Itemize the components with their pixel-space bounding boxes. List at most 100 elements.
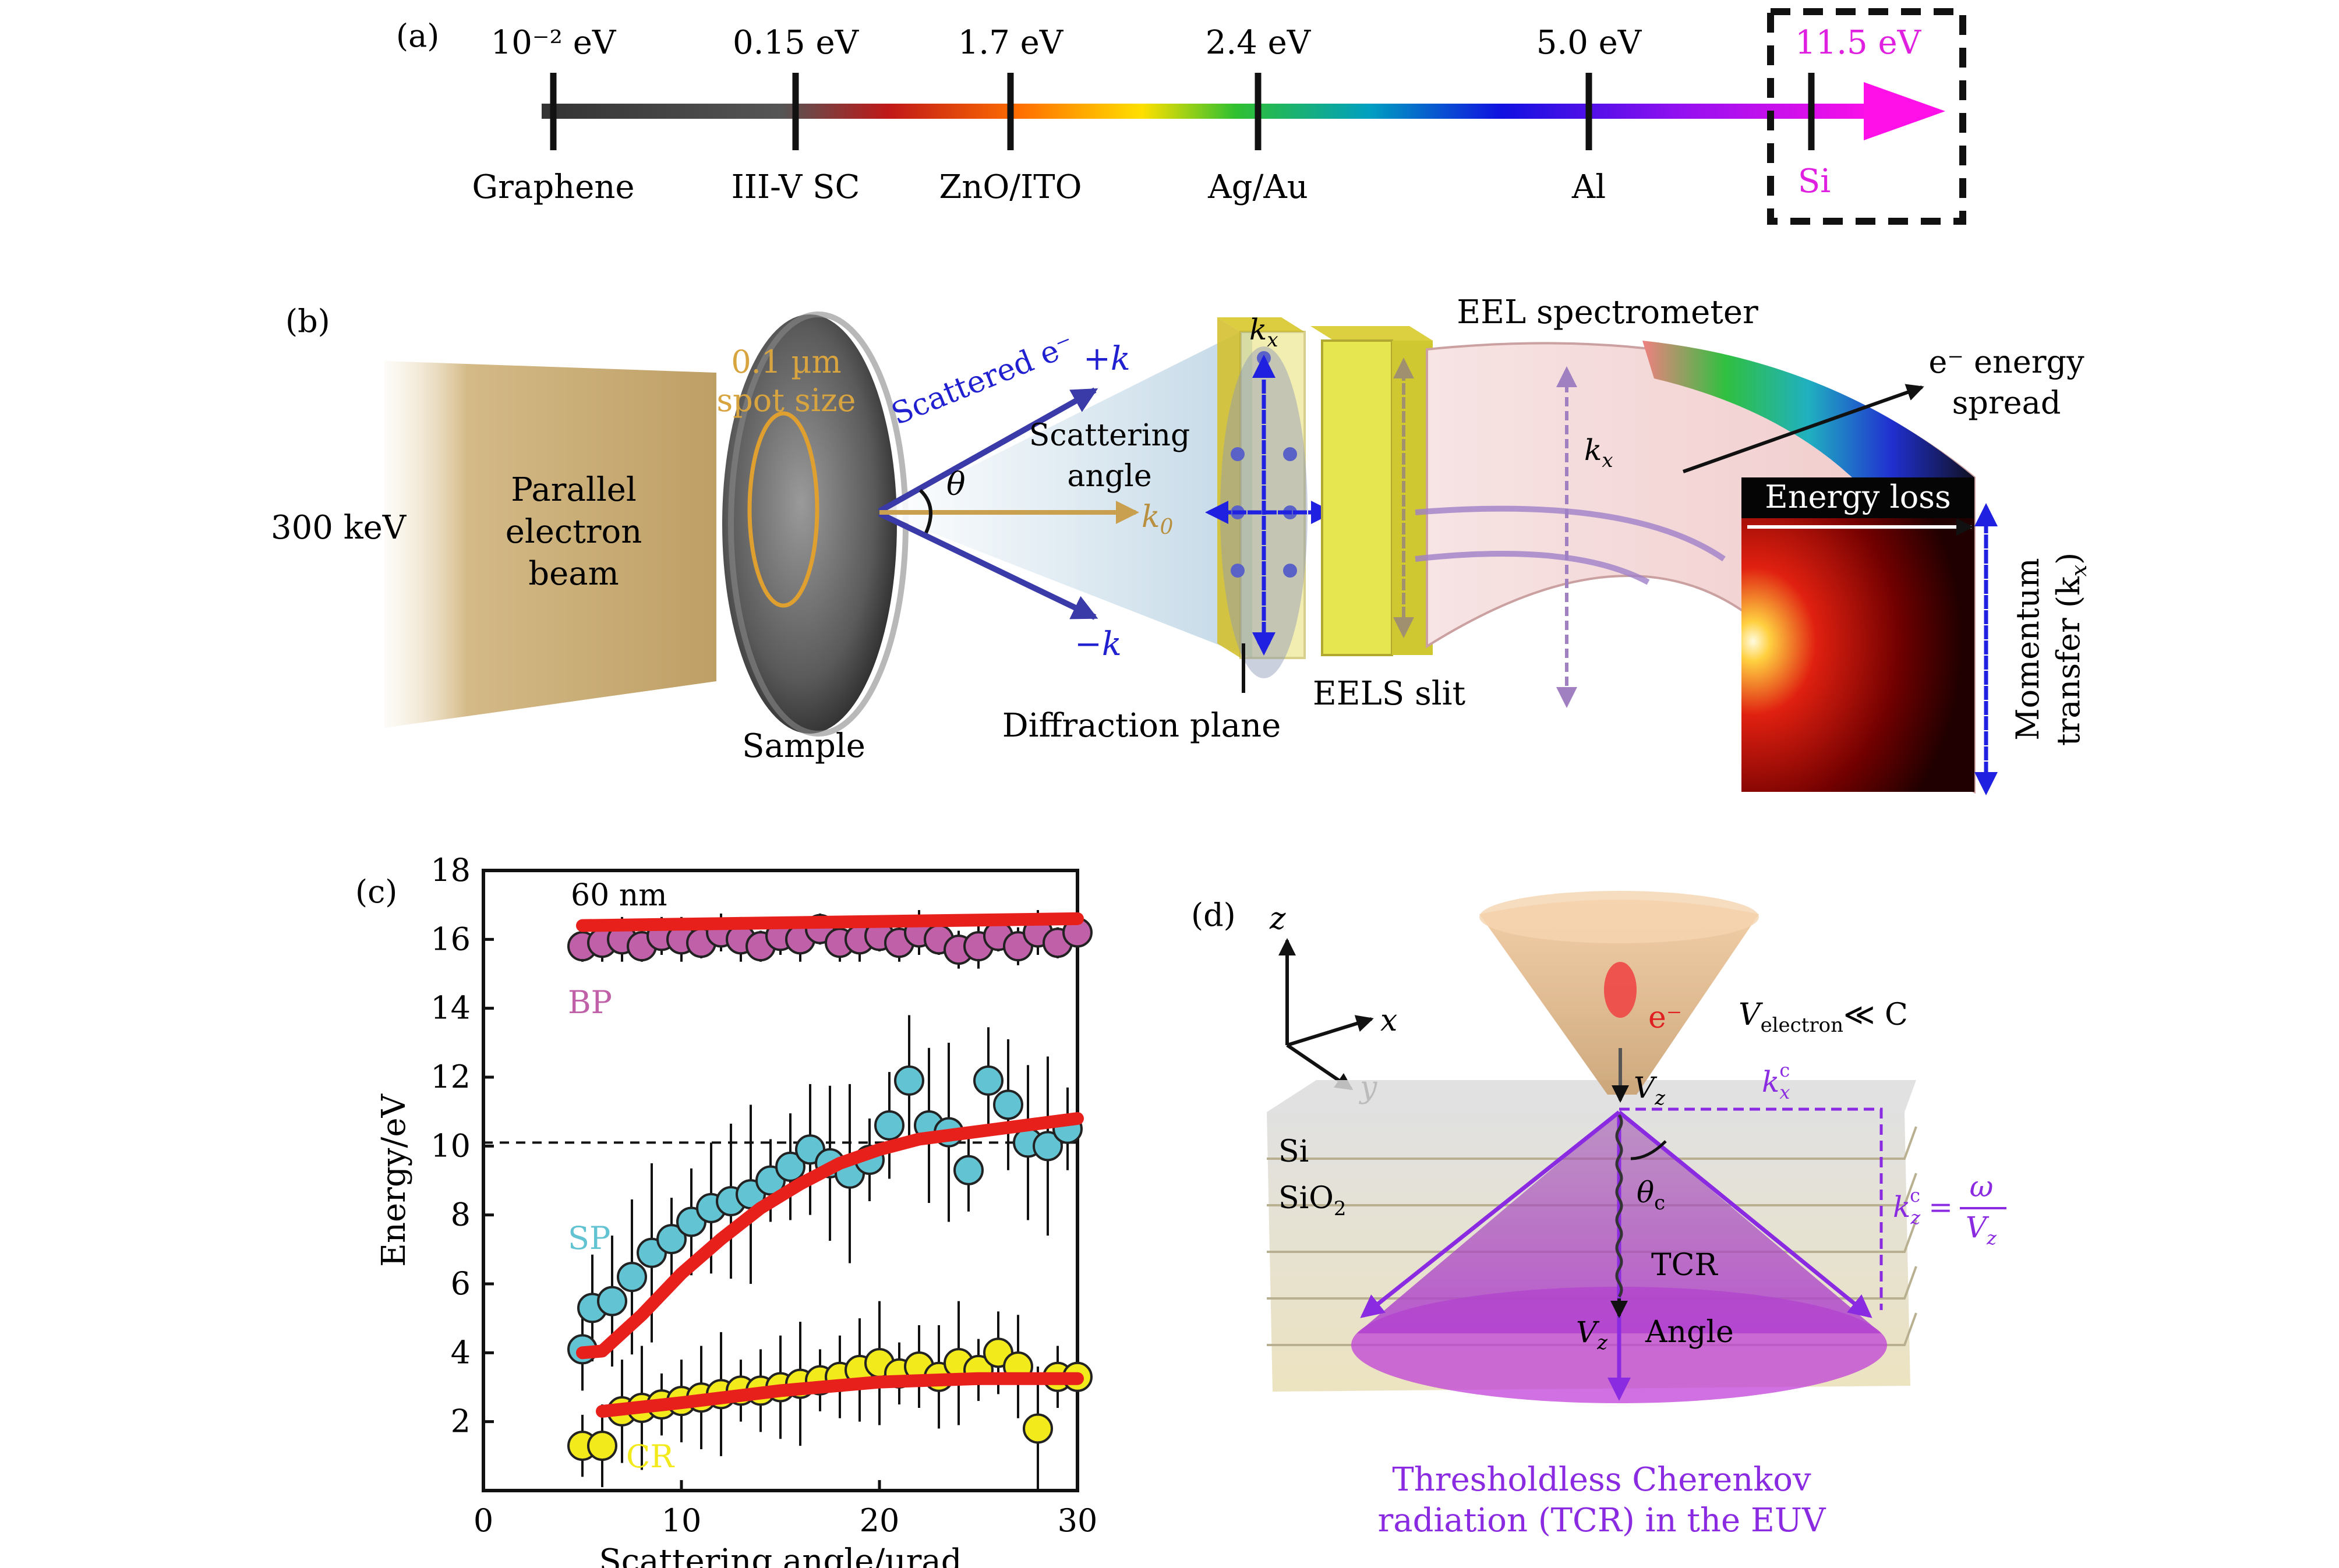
omega-label: ω (1970, 1170, 1994, 1204)
electron-beam (384, 361, 716, 728)
data-point-sp (775, 1151, 805, 1182)
energy-spread-label-1: e⁻ energy (1928, 344, 2084, 380)
fit-curve-bp (576, 912, 1084, 932)
energy-loss-label: Energy loss (1765, 479, 1951, 515)
caption-line-2: radiation (TCR) in the EUV (1378, 1502, 1827, 1539)
eels-slit-label: EELS slit (1313, 675, 1466, 713)
minus-k-label: −k (1075, 625, 1122, 663)
cherenkov-edge-left (1360, 1110, 1621, 1318)
tick-si: 11.5 eV Si (1795, 24, 1922, 200)
y-tick-label: 2 (451, 1403, 471, 1440)
x-tick-label: 0 (474, 1502, 493, 1539)
fit-curve-cr (596, 1372, 1084, 1418)
electron-cone-rim (1479, 891, 1759, 943)
tick-energy: 5.0 eV (1536, 24, 1642, 62)
data-point-sp (894, 1065, 924, 1096)
si-layer-label: Si (1278, 1134, 1309, 1169)
eels-loss-band (1741, 477, 1974, 518)
beam-label-1: Parallel (511, 471, 637, 509)
tick-material: Al (1571, 168, 1606, 206)
si-highlight-box (1767, 8, 1966, 225)
theta-arc (918, 489, 932, 534)
spot-size-label-1: 0.1 µm (731, 344, 841, 380)
plot-frame (482, 869, 1079, 1492)
k0-label: k0 (1142, 500, 1173, 539)
theta-label: θ (946, 466, 966, 502)
panel-d: (d) z x y Si SiO2 e⁻ Velectron≪ C Vz (1191, 891, 2006, 1539)
tick-al: 5.0 eV Al (1536, 24, 1642, 206)
momentum-label: Momentum transfer (kx) (2009, 553, 2091, 746)
tick-material: Ag/Au (1207, 168, 1308, 206)
x-axis-title: Scattering angle/µrad (599, 1542, 962, 1568)
velocity-condition: Velectron≪ C (1739, 997, 1908, 1037)
spectrometer-rainbow (1642, 341, 1974, 477)
tcr-label: TCR (1651, 1248, 1718, 1283)
beam-label-2: electron (506, 513, 642, 551)
tick-agau: 2.4 eV Ag/Au (1206, 24, 1312, 206)
eels-slit-top (1310, 326, 1433, 341)
tick-energy: 0.15 eV (733, 24, 860, 62)
scattering-cone (879, 326, 1252, 658)
slab-top-face (1267, 1080, 1916, 1112)
y-axis-title: Energy/eV (375, 1093, 413, 1267)
electron-label: e⁻ (1648, 1000, 1682, 1035)
diffraction-plane-label: Diffraction plane (1002, 707, 1281, 745)
panel-b-label: (b) (285, 303, 330, 339)
tick-graphene: 10⁻² eV Graphene (472, 24, 634, 206)
minus-k-arrow (878, 511, 1098, 620)
angle-label: Angle (1645, 1315, 1734, 1350)
theta-c-label: θc (1637, 1176, 1665, 1215)
plus-k-label: +k (1083, 340, 1130, 378)
spot-ellipse (747, 411, 819, 608)
eels-slit (1321, 339, 1393, 656)
theta-c-arc (1630, 1140, 1667, 1160)
momentum-label-2: transfer (kx) (2050, 553, 2091, 746)
x-tick-label: 10 (662, 1502, 702, 1539)
energy-spread-arrow (1682, 384, 1924, 473)
data-point-sp (656, 1224, 687, 1255)
x-tick-label: 30 (1058, 1502, 1098, 1539)
vz-top-label: Vz (1634, 1071, 1666, 1110)
tick-energy: 11.5 eV (1795, 24, 1922, 62)
tick-material: Graphene (472, 168, 634, 206)
y-tick-label: 16 (430, 921, 471, 957)
tick-material: III-V SC (732, 168, 860, 206)
fit-curve-sp (576, 1112, 1084, 1360)
thickness-label: 60 nm (571, 878, 667, 913)
scattering-angle-label-2: angle (1067, 459, 1151, 494)
sio2-layer-label: SiO2 (1278, 1181, 1347, 1220)
data-point-sp (1033, 1131, 1063, 1162)
sample-disk (722, 314, 897, 734)
panel-d-label: (d) (1191, 897, 1236, 933)
z-axis-label: z (1269, 901, 1286, 936)
y-tick-label: 4 (451, 1334, 471, 1371)
y-tick-label: 10 (430, 1127, 471, 1164)
panel-a-label: (a) (396, 17, 439, 54)
spectrometer-label: EEL spectrometer (1457, 293, 1758, 331)
panel-c-label: (c) (355, 873, 397, 910)
panel-b: (b) 300 keV Parallel electron beam 0.1 µ… (271, 293, 2091, 795)
kx-label-tube: kx (1584, 433, 1613, 472)
tick-znoito: 1.7 eV ZnO/ITO (939, 24, 1082, 206)
tick-energy: 10⁻² eV (491, 24, 617, 62)
wiggle-line (1615, 1114, 1623, 1298)
y-tick-label: 6 (451, 1265, 471, 1302)
tick-energy: 1.7 eV (958, 24, 1064, 62)
spot-size-label-2: spot size (716, 382, 856, 419)
beam-trace-1 (1415, 505, 1726, 562)
data-point-sp (617, 1262, 647, 1293)
data-point-sp (993, 1089, 1023, 1120)
vz-bottom-label: Vz (1576, 1315, 1608, 1354)
y-tick-label: 18 (430, 852, 471, 889)
sample-label: Sample (742, 727, 865, 765)
beam-energy: 300 keV (271, 509, 407, 547)
tick-energy: 2.4 eV (1206, 24, 1312, 62)
series-label-cr: CR (626, 1438, 674, 1475)
diffraction-slab-front (1239, 331, 1306, 659)
data-point-cr (1023, 1413, 1053, 1444)
x-axis (1287, 1015, 1374, 1047)
y-tick-label: 8 (451, 1197, 471, 1233)
tick-material: Si (1798, 162, 1831, 200)
spectrum-arrowhead (1864, 82, 1945, 140)
